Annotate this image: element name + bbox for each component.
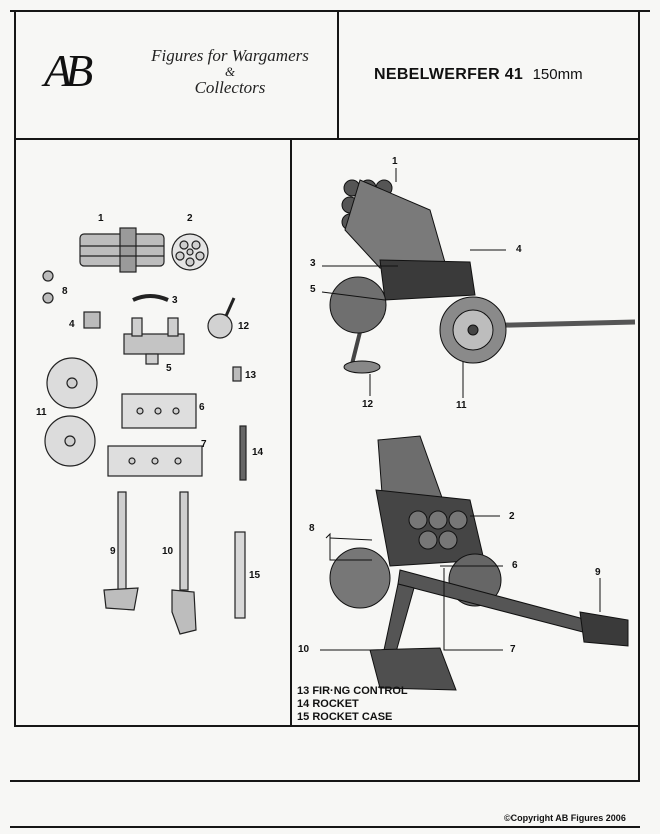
title-text: NEBELWERFER 41 <box>374 66 524 83</box>
photo-top-label-5: 5 <box>310 284 316 295</box>
photo-top-label-1: 1 <box>392 156 398 167</box>
part-trail-right <box>171 491 197 635</box>
part-trail-left <box>103 491 139 611</box>
part-carriage-plate-upper <box>121 393 197 429</box>
tagline-amp: & <box>224 64 236 79</box>
photo-bottom-label-10: 10 <box>298 644 310 655</box>
tagline-line1: Figures for Wargamers <box>151 46 309 65</box>
parts-label-5: 5 <box>166 363 172 374</box>
subtitle-text: 150mm <box>532 66 583 83</box>
part-launcher-tubes <box>79 227 165 273</box>
header-divider <box>337 12 339 138</box>
legend: 13 FIR·NG CONTROL 14 ROCKET 15 ROCKET CA… <box>297 685 408 724</box>
tagline-line2: Collectors <box>194 78 266 97</box>
part-rocket <box>239 425 247 481</box>
photo-bottom-label-6: 6 <box>512 560 518 571</box>
tagline: Figures for Wargamers & Collectors <box>130 46 330 98</box>
photo-bottom-label-7: 7 <box>510 644 516 655</box>
parts-label-8: 8 <box>62 286 68 297</box>
part-rocket-case <box>234 531 246 619</box>
legend-text: ROCKET <box>312 698 359 710</box>
part-sight <box>207 297 236 339</box>
part-bracket <box>83 311 101 329</box>
parts-label-6: 6 <box>199 402 205 413</box>
legend-number: 15 <box>297 711 310 723</box>
right-border <box>638 12 640 782</box>
parts-label-13: 13 <box>245 370 257 381</box>
parts-label-4: 4 <box>69 319 75 330</box>
part-firing-control <box>232 366 242 382</box>
legend-text: FIR·NG CONTROL <box>312 685 408 697</box>
photo-top-label-11: 11 <box>456 400 467 411</box>
photo-bottom-leaders <box>320 515 601 651</box>
part-wheel-upper <box>46 357 98 409</box>
photo-top-label-12: 12 <box>362 399 374 410</box>
parts-label-3: 3 <box>172 295 178 306</box>
photo-top-launcher <box>329 179 636 374</box>
part-cradle <box>123 317 185 365</box>
left-border <box>14 12 16 726</box>
part-end-plate <box>171 233 209 271</box>
photo-top-label-3: 3 <box>310 258 316 269</box>
parts-label-9: 9 <box>110 546 116 557</box>
photo-bottom-launcher <box>329 435 629 691</box>
part-curved-bar <box>132 294 169 302</box>
photo-bottom-label-9: 9 <box>595 567 601 578</box>
parts-label-7: 7 <box>201 439 207 450</box>
legend-number: 14 <box>297 698 310 710</box>
page-bottom-rule <box>10 826 640 828</box>
legend-number: 13 <box>297 685 310 697</box>
parts-label-11: 11 <box>36 407 47 418</box>
copyright: ©Copyright AB Figures 2006 <box>504 813 626 823</box>
top-rule <box>10 10 650 12</box>
parts-label-1: 1 <box>98 213 104 224</box>
parts-label-14: 14 <box>252 447 264 458</box>
panel-divider <box>290 140 292 726</box>
part-small-pieces <box>42 270 54 304</box>
parts-label-15: 15 <box>249 570 261 581</box>
part-carriage-plate-lower <box>107 445 203 477</box>
photo-bottom-label-8: 8 <box>309 523 315 534</box>
photo-top-label-4: 4 <box>516 244 522 255</box>
product-title: NEBELWERFER 41 150mm <box>374 66 583 84</box>
photo-bottom-label-2: 2 <box>509 511 515 522</box>
parts-label-12: 12 <box>238 321 250 332</box>
footer-rule <box>10 780 640 782</box>
legend-item: 14 ROCKET <box>297 698 408 711</box>
legend-text: ROCKET CASE <box>312 711 393 723</box>
header-bottom-rule <box>14 138 640 140</box>
ab-logo: AB <box>44 45 93 96</box>
parts-label-2: 2 <box>187 213 193 224</box>
photo-top-leaders <box>321 168 506 398</box>
part-wheel-lower <box>44 415 96 467</box>
legend-item: 13 FIR·NG CONTROL <box>297 685 408 698</box>
parts-label-10: 10 <box>162 546 174 557</box>
content-bottom-rule <box>14 725 640 727</box>
legend-item: 15 ROCKET CASE <box>297 711 408 724</box>
